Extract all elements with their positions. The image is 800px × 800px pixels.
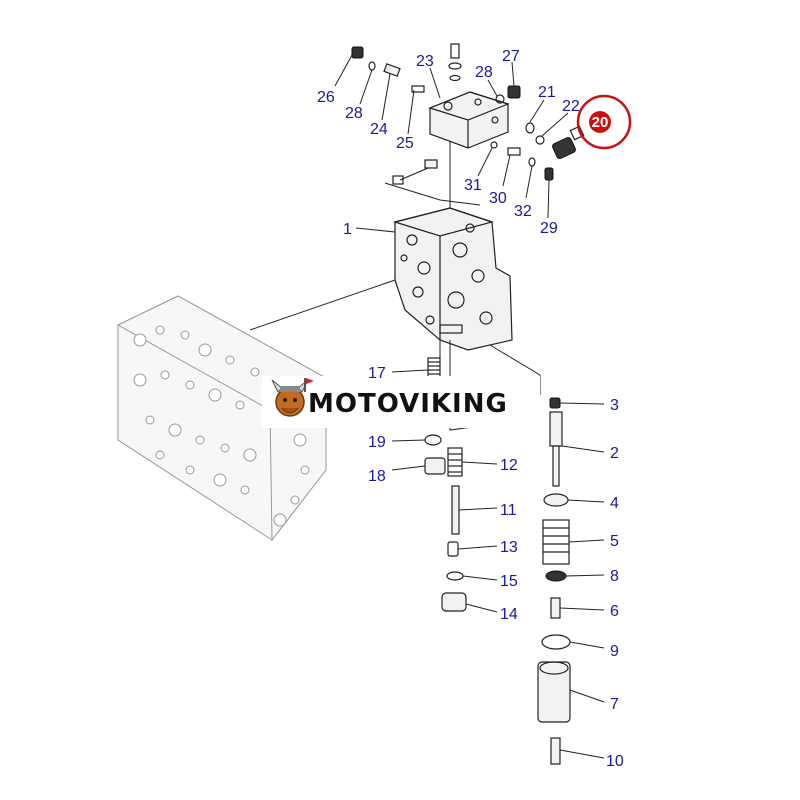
callout-1: 1 (343, 221, 352, 238)
leader-lines (334, 54, 605, 759)
callout-26: 26 (317, 89, 335, 106)
background-block-hole (185, 380, 195, 390)
background-block-hole (133, 373, 147, 387)
valve-section-body (392, 207, 513, 351)
callout-3: 3 (610, 397, 619, 414)
background-block-hole (290, 495, 300, 505)
callout-29: 29 (540, 220, 558, 237)
background-block-hole (243, 448, 257, 462)
top-cover-assembly (351, 43, 585, 185)
background-block-hole (220, 443, 230, 453)
callout-27: 27 (502, 48, 520, 65)
callout-13: 13 (500, 539, 518, 556)
background-block-hole (273, 513, 287, 527)
background-block-hole (240, 485, 250, 495)
right-spool-stack (537, 397, 571, 765)
background-block-hole (250, 367, 260, 377)
background-block-hole (225, 355, 235, 365)
watermark: MOTOVIKING (262, 376, 540, 428)
callout-10: 10 (606, 753, 624, 770)
callout-4: 4 (610, 495, 619, 512)
background-block-hole (168, 423, 182, 437)
background-block-hole (195, 435, 205, 445)
callout-numbers: 1 2 3 4 5 6 7 8 9 10 11 12 13 14 15 17 1… (317, 48, 624, 770)
highlight-badge: 20 (576, 94, 632, 150)
background-block-hole (185, 465, 195, 475)
background-block-hole (155, 325, 165, 335)
callout-8: 8 (610, 568, 619, 585)
background-block-hole (155, 450, 165, 460)
callout-15: 15 (500, 573, 518, 590)
callout-21: 21 (538, 84, 556, 101)
background-block-hole (235, 400, 245, 410)
callout-22: 22 (562, 98, 580, 115)
background-block-hole (213, 473, 227, 487)
background-block-hole (180, 330, 190, 340)
callout-31: 31 (464, 177, 482, 194)
callout-17: 17 (368, 365, 386, 382)
item-20-valve (552, 125, 585, 159)
watermark-text: MOTOVIKING (308, 389, 508, 419)
callout-30: 30 (489, 190, 507, 207)
callout-5: 5 (610, 533, 619, 550)
callout-18: 18 (368, 468, 386, 485)
callout-7: 7 (610, 696, 619, 713)
viking-logo-icon (271, 378, 314, 417)
background-block-hole (293, 433, 307, 447)
background-block-hole (300, 465, 310, 475)
callout-2: 2 (610, 445, 619, 462)
callout-6: 6 (610, 603, 619, 620)
callout-11: 11 (500, 502, 517, 519)
callout-23: 23 (416, 53, 434, 70)
callout-19: 19 (368, 434, 386, 451)
background-block-hole (133, 333, 147, 347)
background-block-hole (160, 370, 170, 380)
callout-28: 28 (475, 64, 493, 81)
callout-20: 20 (592, 114, 609, 131)
callout-12: 12 (500, 457, 518, 474)
callout-24: 24 (370, 121, 388, 138)
background-block-hole (208, 388, 222, 402)
callout-28: 28 (345, 105, 363, 122)
callout-14: 14 (500, 606, 518, 623)
background-block-hole (198, 343, 212, 357)
background-block-hole (145, 415, 155, 425)
callout-9: 9 (610, 643, 619, 660)
callout-32: 32 (514, 203, 532, 220)
callout-25: 25 (396, 135, 414, 152)
